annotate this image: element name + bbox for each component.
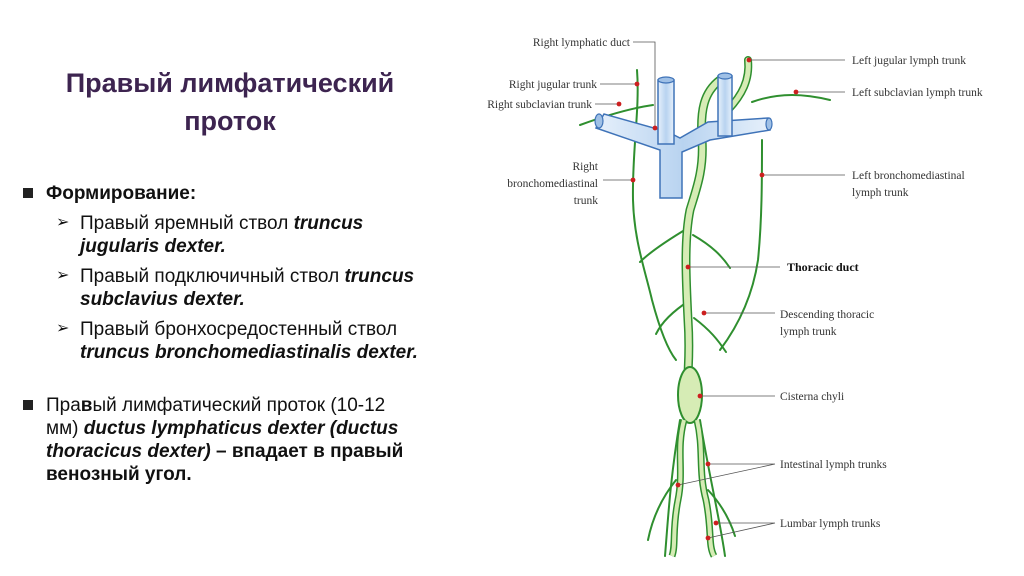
slide-content: Формирование: ➢ Правый яремный ствол tru… [20, 182, 500, 486]
sub-bullet-bronchomediastinal: ➢ Правый бронхосредостенный ствол truncu… [20, 318, 500, 364]
duct-text-2b: ductus lymphaticus dexter (ductus [83, 418, 399, 439]
thoracic-duct-shape [668, 56, 753, 558]
item-latin-b: subclavius dexter. [80, 289, 245, 310]
item-ru: Правый яремный ствол [80, 213, 294, 234]
label-cisterna-chyli: Cisterna chyli [780, 391, 844, 403]
item-latin-b: jugularis dexter. [80, 236, 226, 257]
title-line-1: Правый лимфатический [65, 68, 395, 98]
label-left-broncho-1: Left bronchomediastinal [852, 170, 965, 182]
label-right-subclavian-trunk: Right subclavian trunk [487, 99, 592, 111]
sub-bullet-subclavian: ➢ Правый подключичный ствол truncus subc… [20, 265, 500, 311]
veins-shape [594, 72, 773, 199]
label-right-broncho-3: trunk [574, 195, 599, 207]
duct-text-1a: Пра [46, 395, 81, 416]
duct-text-1c: ый лимфатический проток (10-12 [92, 395, 386, 416]
item-latin-a: truncus [293, 213, 364, 234]
duct-text-3b: – впадает в правый [210, 441, 404, 462]
title-line-2: проток [184, 106, 276, 136]
label-right-lymphatic-duct: Right lymphatic duct [533, 37, 631, 49]
bullet-right-lymphatic-duct: Правый лимфатический проток (10-12 мм) d… [20, 394, 500, 486]
label-markers [616, 57, 799, 541]
label-left-jugular: Left jugular lymph trunk [852, 55, 966, 67]
duct-text-4: венозный угол. [46, 464, 192, 485]
item-ru: Правый подключичный ствол [80, 266, 345, 287]
item-latin-b: truncus bronchomediastinalis dexter. [80, 342, 418, 363]
formation-heading: Формирование: [46, 183, 197, 204]
item-latin-a: truncus [344, 266, 415, 287]
label-thoracic-duct: Thoracic duct [787, 260, 859, 274]
label-right-broncho-1: Right [572, 161, 598, 173]
label-right-broncho-2: bronchomediastinal [507, 178, 598, 190]
duct-text-1b: в [80, 395, 93, 416]
label-right-jugular-trunk: Right jugular trunk [509, 79, 597, 91]
arrow-bullet-icon: ➢ [56, 320, 70, 337]
duct-text-2a: мм) [46, 418, 84, 439]
label-lumbar-trunks: Lumbar lymph trunks [780, 518, 881, 530]
leader-lines [595, 41, 845, 539]
label-left-subclavian: Left subclavian lymph trunk [852, 87, 983, 99]
arrow-bullet-icon: ➢ [56, 267, 70, 284]
arrow-bullet-icon: ➢ [56, 214, 70, 231]
label-left-broncho-2: lymph trunk [852, 187, 909, 199]
duct-text-3a: thoracicus dexter) [46, 441, 211, 462]
label-descending-2: lymph trunk [780, 326, 837, 338]
slide-title: Правый лимфатический проток [20, 64, 440, 140]
item-ru: Правый бронхосредостенный ствол [80, 319, 398, 340]
bullet-formation: Формирование: [20, 182, 500, 205]
sub-bullet-jugular: ➢ Правый яремный ствол truncus jugularis… [20, 212, 500, 258]
label-descending-1: Descending thoracic [780, 309, 874, 321]
label-intestinal-trunks: Intestinal lymph trunks [780, 459, 887, 471]
